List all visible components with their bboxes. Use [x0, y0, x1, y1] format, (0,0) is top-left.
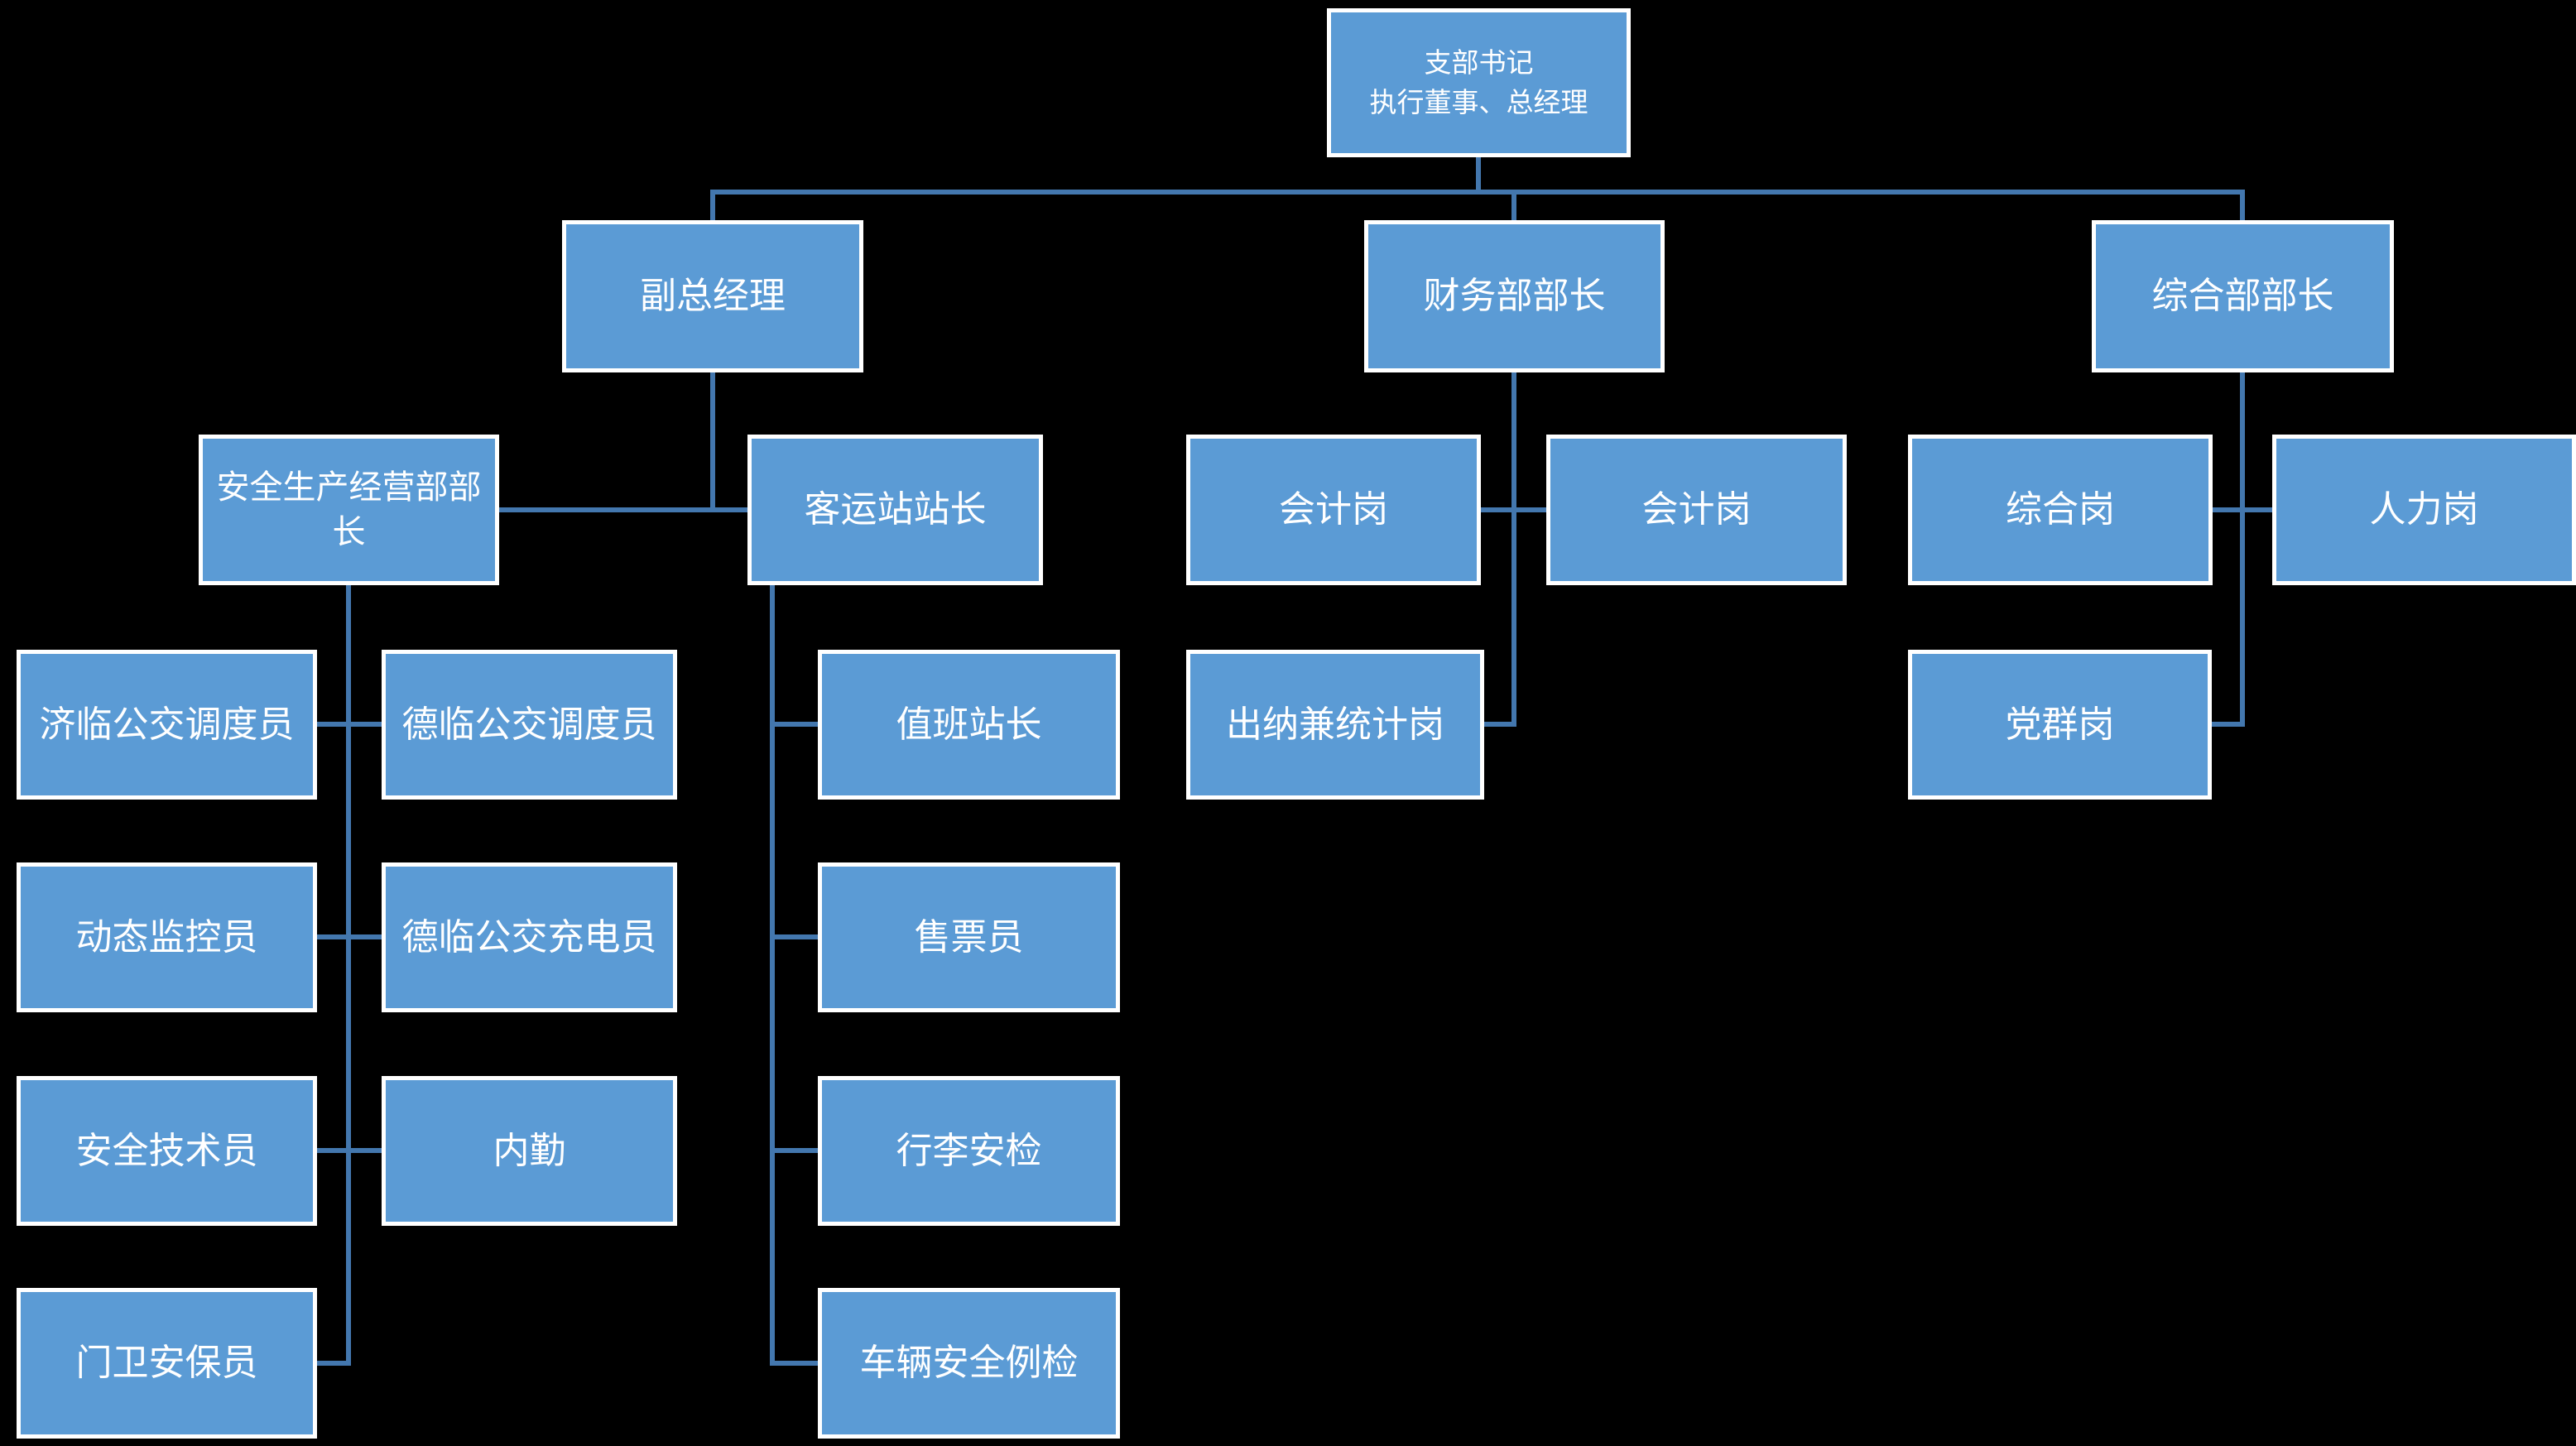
org-node-label: 会计岗 [1641, 489, 1752, 531]
org-node-ticket-seller: 售票员 [818, 862, 1120, 1012]
org-node-label: 德临公交调度员 [401, 704, 657, 745]
org-node-jilin-dispatcher: 济临公交调度员 [17, 650, 317, 800]
org-node-label: 德临公交充电员 [401, 916, 657, 958]
org-node-root: 支部书记 执行董事、总经理 [1327, 8, 1631, 157]
connector-drop-vice-gm [710, 190, 715, 220]
connector-root-stub [1476, 157, 1481, 195]
org-node-station-head: 客运站站长 [747, 435, 1043, 585]
org-node-vehicle-safety-check: 车辆安全例检 [818, 1288, 1120, 1439]
connector-safety-row5-stub [317, 934, 382, 939]
org-node-finance-head: 财务部部长 [1364, 220, 1665, 372]
org-node-general-head: 综合部部长 [2092, 220, 2394, 372]
org-node-dynamic-monitor: 动态监控员 [17, 862, 317, 1012]
connector-safety-trunk [346, 585, 351, 1366]
org-node-label: 安全生产经营部部长 [216, 469, 482, 550]
org-node-label: 党群岗 [2005, 704, 2115, 745]
org-node-label: 执行董事、总经理 [1369, 87, 1588, 118]
org-node-office-clerk: 内勤 [382, 1076, 677, 1226]
connector-finance-trunk [1511, 372, 1516, 727]
org-node-label: 财务部部长 [1423, 276, 1606, 317]
org-node-duty-station-master: 值班站长 [818, 650, 1120, 800]
connector-vice-gm-trunk [710, 372, 715, 512]
org-node-label: 动态监控员 [75, 916, 258, 958]
connector-station-row7-stub [770, 1361, 818, 1366]
connector-finance-level3 [1481, 507, 1546, 512]
org-node-label: 客运站站长 [804, 489, 987, 531]
org-node-general-post: 综合岗 [1908, 435, 2213, 585]
org-node-label: 会计岗 [1279, 489, 1388, 531]
connector-top-horizontal [710, 190, 2245, 195]
connector-safety-row4-stub [317, 722, 382, 727]
org-node-hr-post: 人力岗 [2272, 435, 2576, 585]
org-node-label: 内勤 [493, 1130, 566, 1171]
org-node-accounting-2: 会计岗 [1546, 435, 1847, 585]
org-node-vice-gm: 副总经理 [562, 220, 863, 372]
org-node-delin-dispatcher: 德临公交调度员 [382, 650, 677, 800]
connector-station-trunk [770, 585, 775, 1366]
connector-general-trunk [2240, 372, 2245, 727]
connector-general-row4-elbow [2212, 722, 2245, 727]
org-node-label: 综合岗 [2006, 489, 2115, 531]
connector-level3-left [499, 507, 747, 512]
org-node-label: 人力岗 [2369, 489, 2479, 531]
org-node-cashier-statistics: 出纳兼统计岗 [1186, 650, 1484, 800]
org-node-gate-guard: 门卫安保员 [17, 1288, 317, 1439]
connector-safety-row7-stub [317, 1361, 351, 1366]
connector-finance-row4-elbow [1484, 722, 1516, 727]
org-node-label: 车辆安全例检 [859, 1343, 1079, 1384]
org-node-label: 安全技术员 [75, 1130, 258, 1171]
org-node-party-post: 党群岗 [1908, 650, 2212, 800]
org-node-label: 出纳兼统计岗 [1226, 704, 1444, 745]
org-node-delin-charger: 德临公交充电员 [382, 862, 677, 1012]
connector-station-row6-stub [770, 1148, 818, 1153]
org-node-label: 综合部部长 [2151, 276, 2334, 317]
connector-safety-row6-stub [317, 1148, 382, 1153]
org-node-label: 济临公交调度员 [39, 704, 295, 745]
org-node-accounting-1: 会计岗 [1186, 435, 1481, 585]
org-node-label: 副总经理 [640, 276, 786, 317]
connector-station-row4-stub [770, 722, 818, 727]
org-node-label: 门卫安保员 [75, 1343, 258, 1384]
org-node-label: 行李安检 [896, 1130, 1042, 1171]
connector-drop-general [2240, 190, 2245, 220]
org-node-baggage-security: 行李安检 [818, 1076, 1120, 1226]
org-node-safety-technician: 安全技术员 [17, 1076, 317, 1226]
connector-general-level3 [2213, 507, 2272, 512]
org-node-label: 值班站长 [896, 704, 1042, 745]
connector-station-row5-stub [770, 934, 818, 939]
org-node-label: 支部书记 [1424, 47, 1534, 79]
org-node-label: 售票员 [914, 916, 1024, 958]
org-node-safety-head: 安全生产经营部部长 [199, 435, 499, 585]
connector-drop-finance [1511, 190, 1516, 220]
